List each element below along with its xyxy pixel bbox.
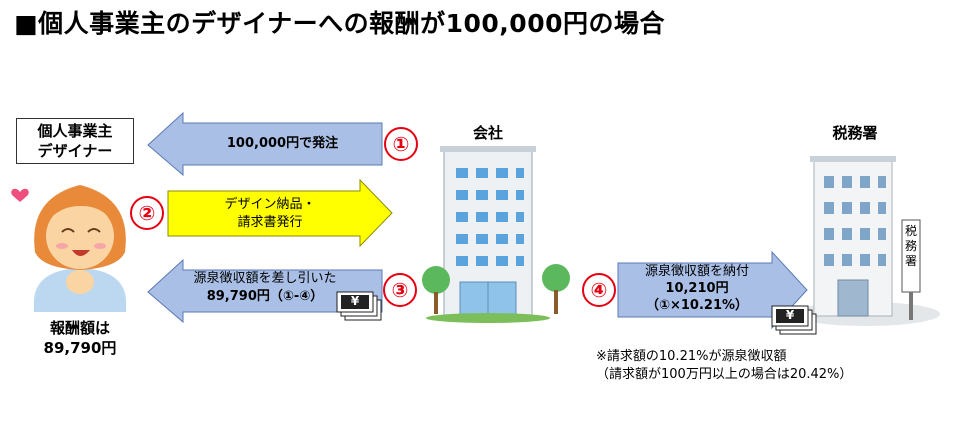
step-number-1: ① — [384, 127, 418, 161]
arrow-order-text: 100,000円で発注 — [226, 136, 339, 151]
arrow-payment-text: 源泉徴収額を差し引いた 89,790円（①-④） — [193, 271, 337, 304]
money-stack-icon — [771, 305, 817, 335]
tax-office-sign: 税務署 — [904, 224, 917, 268]
heart-icon — [11, 188, 29, 202]
page-title: ■個人事業主のデザイナーへの報酬が100,000円の場合 — [14, 9, 665, 38]
company-building — [422, 146, 570, 323]
money-symbol: ¥ — [785, 308, 795, 322]
designer-label: 個人事業主 デザイナー — [16, 118, 134, 164]
note-high-amount-rate: （請求額が100万円以上の場合は20.42%） — [596, 367, 853, 382]
arrow-order — [147, 111, 383, 177]
designer-illustration — [34, 185, 126, 312]
money-symbol: ¥ — [350, 294, 360, 308]
company-label: 会社 — [472, 124, 503, 142]
arrow-delivery-text: デザイン納品・ 請求書発行 — [224, 197, 316, 230]
reward-amount: 報酬額は 89,790円 — [43, 319, 117, 357]
tax-office-building — [792, 156, 940, 326]
note-withholding-rate: ※請求額の10.21%が源泉徴収額 — [596, 349, 787, 364]
arrow-tax-payment-text: 源泉徴収額を納付 10,210円 （①×10.21%） — [644, 264, 749, 313]
arrow-delivery — [167, 178, 393, 248]
step-number-2: ② — [130, 196, 164, 230]
tax-office-label: 税務署 — [832, 124, 878, 142]
step-number-3: ③ — [383, 273, 417, 307]
arrow-payment — [147, 258, 383, 324]
step-number-4: ④ — [582, 273, 616, 307]
money-stack-icon — [336, 291, 382, 321]
